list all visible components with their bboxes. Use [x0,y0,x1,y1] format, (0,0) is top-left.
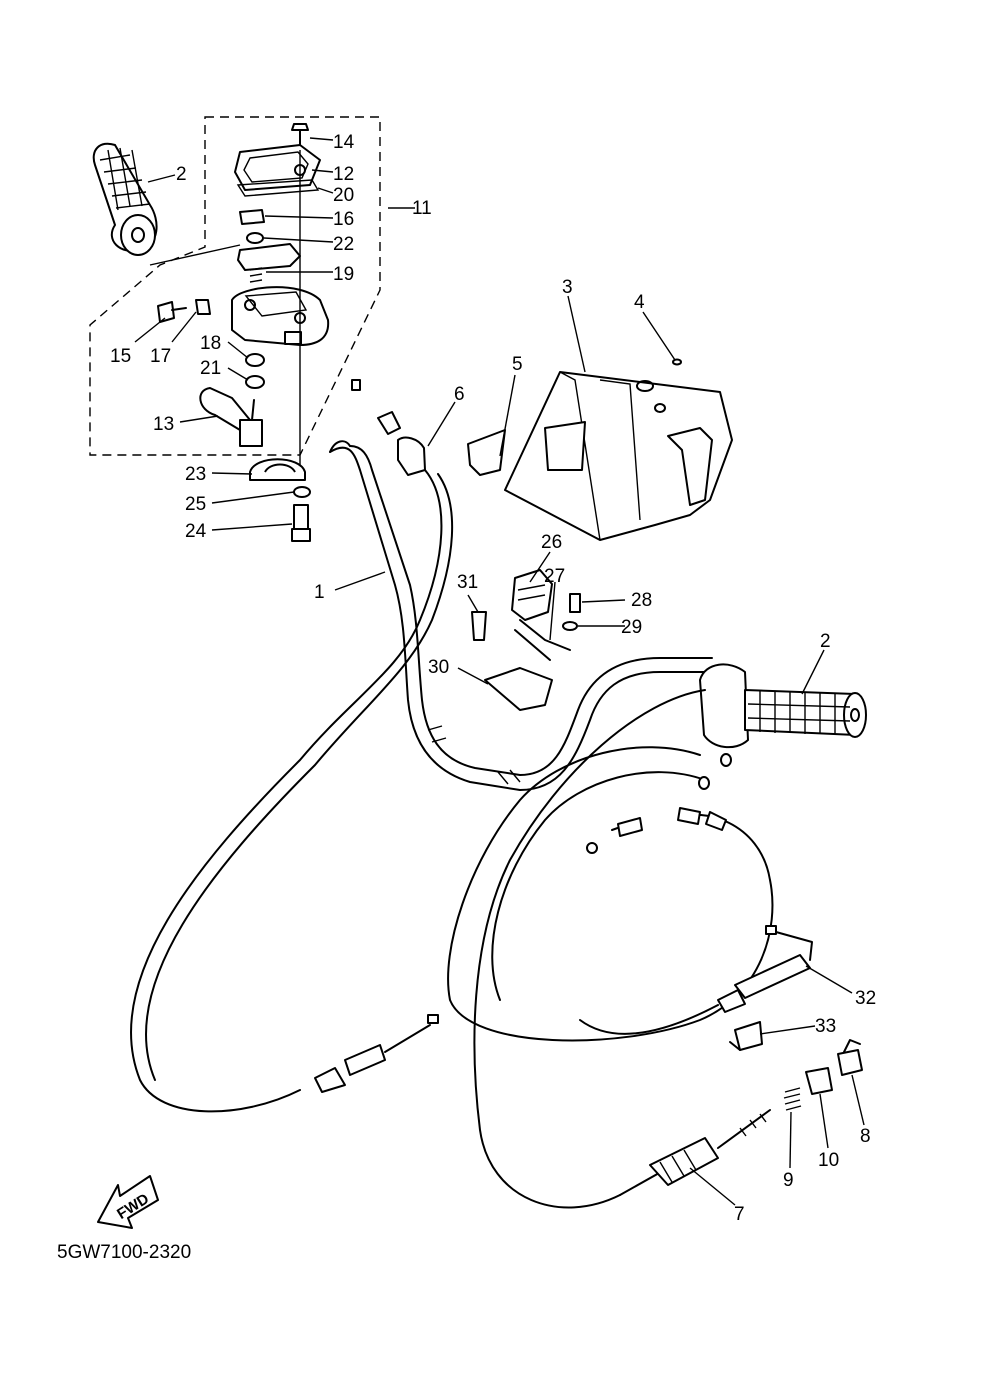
callout-4: 4 [634,292,645,313]
callout-11: 11 [412,198,432,219]
callout-14: 14 [333,132,355,153]
callout-27: 27 [544,566,565,587]
callout-3: 3 [562,277,573,298]
callout-6: 6 [454,384,465,405]
diagram-code: 5GW7100-2320 [57,1242,191,1263]
fwd-arrow: FWD [97,1175,159,1229]
callout-20: 20 [333,185,354,206]
callout-19: 19 [333,264,354,285]
callout-29: 29 [621,617,642,638]
callout-17: 17 [150,346,171,367]
callout-23: 23 [185,464,206,485]
callout-28: 28 [631,590,652,611]
callout-31: 31 [457,572,478,593]
callout-13: 13 [153,414,174,435]
switch-and-bracket [471,569,581,711]
callout-16: 16 [333,209,354,230]
callout-15: 15 [110,346,131,367]
left-grip [92,142,158,256]
callout-2-right: 2 [820,631,831,652]
callout-32: 32 [855,988,876,1009]
callout-2-left: 2 [176,164,187,185]
assembly-group-boundary [89,116,381,456]
callout-10: 10 [818,1150,839,1171]
callout-21: 21 [200,358,221,379]
adjuster-parts [783,1039,863,1111]
callout-7: 7 [734,1204,745,1225]
callout-1: 1 [314,582,325,603]
throttle-cables [447,746,774,1042]
handlebar-cover [467,358,733,541]
master-cylinder-parts [157,123,330,542]
callout-26: 26 [541,532,562,553]
callout-8: 8 [860,1126,871,1147]
handlebar [329,440,713,791]
callout-33: 33 [815,1016,836,1037]
right-grip-throttle [699,663,867,749]
callout-9: 9 [783,1170,794,1191]
leader-lines [134,137,865,1206]
callout-18: 18 [200,333,221,354]
callout-30: 30 [428,657,449,678]
callout-5: 5 [512,354,523,375]
callout-22: 22 [333,234,354,255]
callout-25: 25 [185,494,206,515]
callout-24: 24 [185,521,207,542]
callout-labels: 1 2 2 3 4 5 6 7 8 9 10 11 12 13 14 15 16… [110,132,876,1225]
brake-cable [473,689,771,1209]
callout-12: 12 [333,164,354,185]
clutch-cable [130,379,454,1113]
